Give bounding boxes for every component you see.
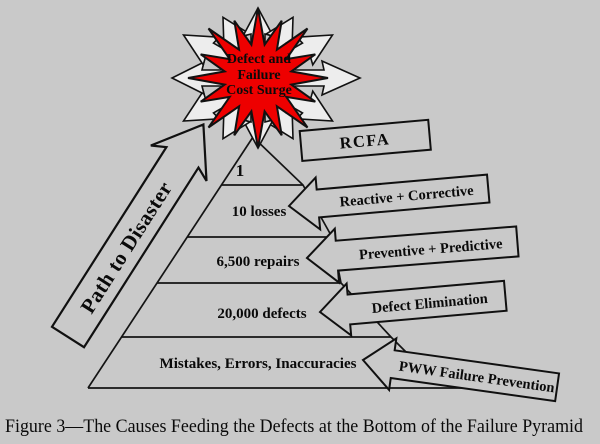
banner-rcfa-shape xyxy=(298,118,432,163)
banner-reactive-corrective: Reactive + Corrective xyxy=(287,173,491,232)
pyramid-level-label-1: 1 xyxy=(236,161,245,180)
cost-surge-star xyxy=(187,7,329,149)
banner-rcfa: RCFA xyxy=(298,118,432,163)
banner-pww-failure-prevention: PWW Failure Prevention xyxy=(361,336,561,403)
banner-defect-elimination: Defect Elimination xyxy=(318,279,508,338)
banner-rcfa-label: RCFA xyxy=(339,129,391,152)
star-label-line-1: Defect and xyxy=(227,52,291,67)
maintenance-banners: RCFA Reactive + Corrective Preventive + … xyxy=(287,118,561,403)
cost-surge-starburst: Defect and Failure Cost Surge xyxy=(171,7,361,149)
pyramid-left-edge xyxy=(87,136,254,389)
path-arrow-shape xyxy=(50,122,208,349)
star-label-line-3: Cost Surge xyxy=(226,83,292,98)
pyramid-level-label-2: 10 losses xyxy=(232,204,287,220)
figure-caption: Figure 3—The Causes Feeding the Defects … xyxy=(5,416,583,437)
star-label-line-2: Failure xyxy=(237,68,280,83)
banner-pww-failure-prevention-shape xyxy=(361,336,561,403)
pyramid-level-label-4: 20,000 defects xyxy=(217,306,306,322)
failure-pyramid: 1 10 losses 6,500 repairs 20,000 defects… xyxy=(87,136,505,389)
banner-preventive-predictive-shape xyxy=(305,225,520,285)
banner-reactive-corrective-shape xyxy=(287,173,491,232)
banner-defect-elimination-shape xyxy=(318,279,508,338)
pyramid-level-label-5: Mistakes, Errors, Inaccuracies xyxy=(160,356,357,372)
pyramid-level-label-3: 6,500 repairs xyxy=(216,254,299,270)
banner-preventive-predictive: Preventive + Predictive xyxy=(305,225,520,285)
